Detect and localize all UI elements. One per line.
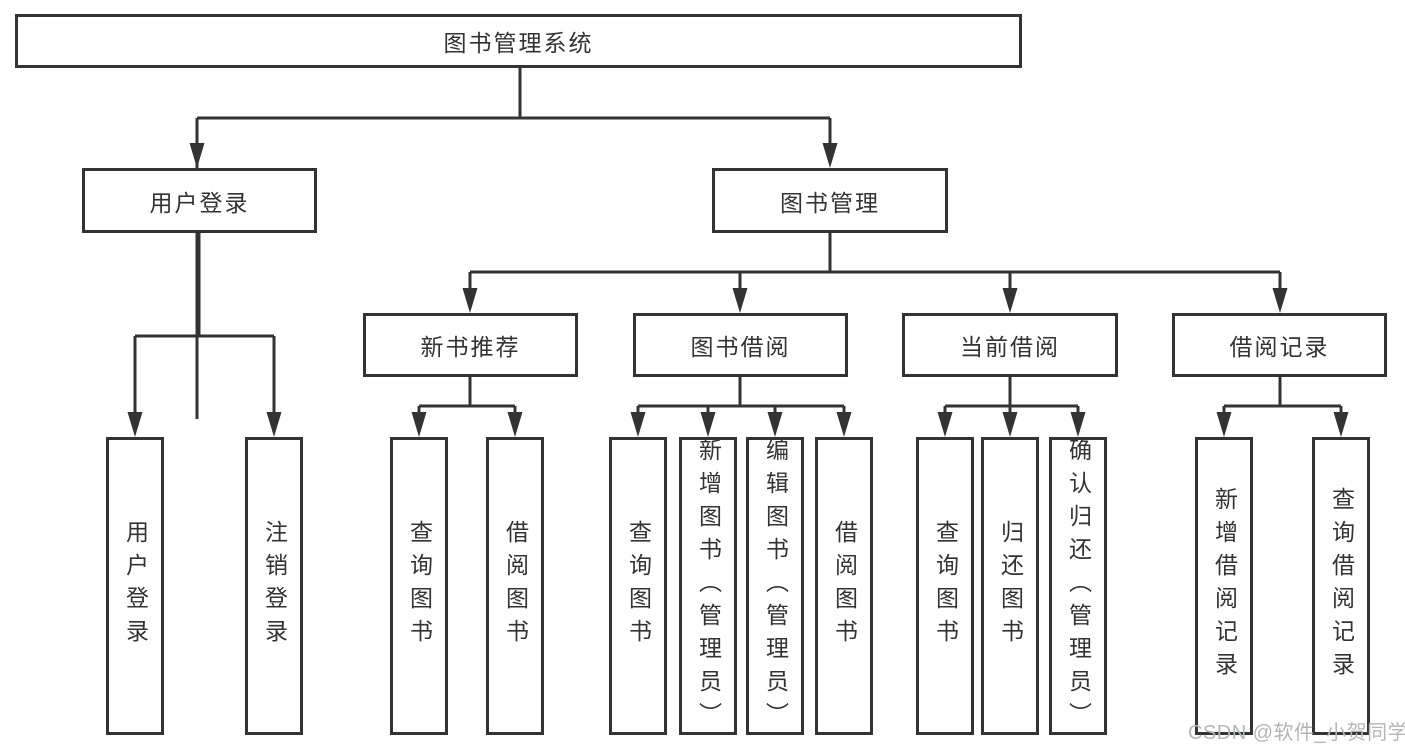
node-current-borrow-label: 当前借阅 bbox=[960, 334, 1060, 360]
leaf-borrow-books: 借阅图书 bbox=[815, 437, 873, 735]
node-book-management: 图书管理 bbox=[712, 168, 948, 233]
node-book-borrow-label: 图书借阅 bbox=[690, 334, 791, 360]
leaf-edit-book-admin: 编辑图书（管理员） bbox=[746, 437, 804, 735]
leaf-return-book-label: 归还图书 bbox=[997, 520, 1024, 652]
leaf-borrow-books-label: 借阅图书 bbox=[831, 520, 858, 652]
watermark: CSDN @软件_小贺同学 bbox=[1188, 722, 1405, 744]
leaf-query-books-recommend: 查询图书 bbox=[390, 437, 448, 735]
leaf-query-books-recommend-label: 查询图书 bbox=[406, 520, 433, 652]
node-library-system-label: 图书管理系统 bbox=[443, 30, 594, 56]
leaf-query-borrow-record-label: 查询借阅记录 bbox=[1328, 487, 1355, 685]
leaf-add-book-admin-label: 新增图书（管理员） bbox=[695, 437, 722, 735]
leaf-user-login-label: 用户登录 bbox=[122, 520, 149, 652]
node-user-login-label: 用户登录 bbox=[149, 189, 250, 216]
leaf-query-books-borrow: 查询图书 bbox=[609, 437, 667, 735]
node-book-management-label: 图书管理 bbox=[780, 189, 880, 216]
leaf-query-borrow-record: 查询借阅记录 bbox=[1312, 437, 1370, 735]
node-new-book-recommend-label: 新书推荐 bbox=[420, 334, 521, 360]
leaf-add-borrow-record: 新增借阅记录 bbox=[1195, 437, 1253, 735]
leaf-return-book: 归还图书 bbox=[981, 437, 1039, 735]
node-current-borrow: 当前借阅 bbox=[902, 313, 1118, 377]
arrowheads bbox=[127, 143, 1349, 437]
node-user-login: 用户登录 bbox=[82, 168, 317, 233]
leaf-confirm-return-admin-label: 确认归还（管理员） bbox=[1065, 437, 1092, 735]
leaf-confirm-return-admin: 确认归还（管理员） bbox=[1049, 437, 1107, 735]
leaf-add-book-admin: 新增图书（管理员） bbox=[679, 437, 737, 735]
leaf-borrow-books-recommend-label: 借阅图书 bbox=[502, 520, 529, 652]
leaf-query-books-current-label: 查询图书 bbox=[932, 520, 959, 652]
leaf-edit-book-admin-label: 编辑图书（管理员） bbox=[762, 437, 789, 735]
leaf-logout-label: 注销登录 bbox=[261, 520, 288, 652]
node-borrow-records-label: 借阅记录 bbox=[1229, 334, 1330, 360]
node-new-book-recommend: 新书推荐 bbox=[363, 313, 578, 377]
node-borrow-records: 借阅记录 bbox=[1172, 313, 1387, 377]
node-library-system: 图书管理系统 bbox=[15, 14, 1022, 68]
leaf-borrow-books-recommend: 借阅图书 bbox=[486, 437, 544, 735]
node-book-borrow: 图书借阅 bbox=[633, 313, 848, 377]
leaf-query-books-current: 查询图书 bbox=[916, 437, 974, 735]
leaf-logout: 注销登录 bbox=[245, 437, 303, 735]
leaf-query-books-borrow-label: 查询图书 bbox=[625, 520, 652, 652]
leaf-user-login: 用户登录 bbox=[106, 437, 164, 735]
leaf-add-borrow-record-label: 新增借阅记录 bbox=[1211, 487, 1238, 685]
